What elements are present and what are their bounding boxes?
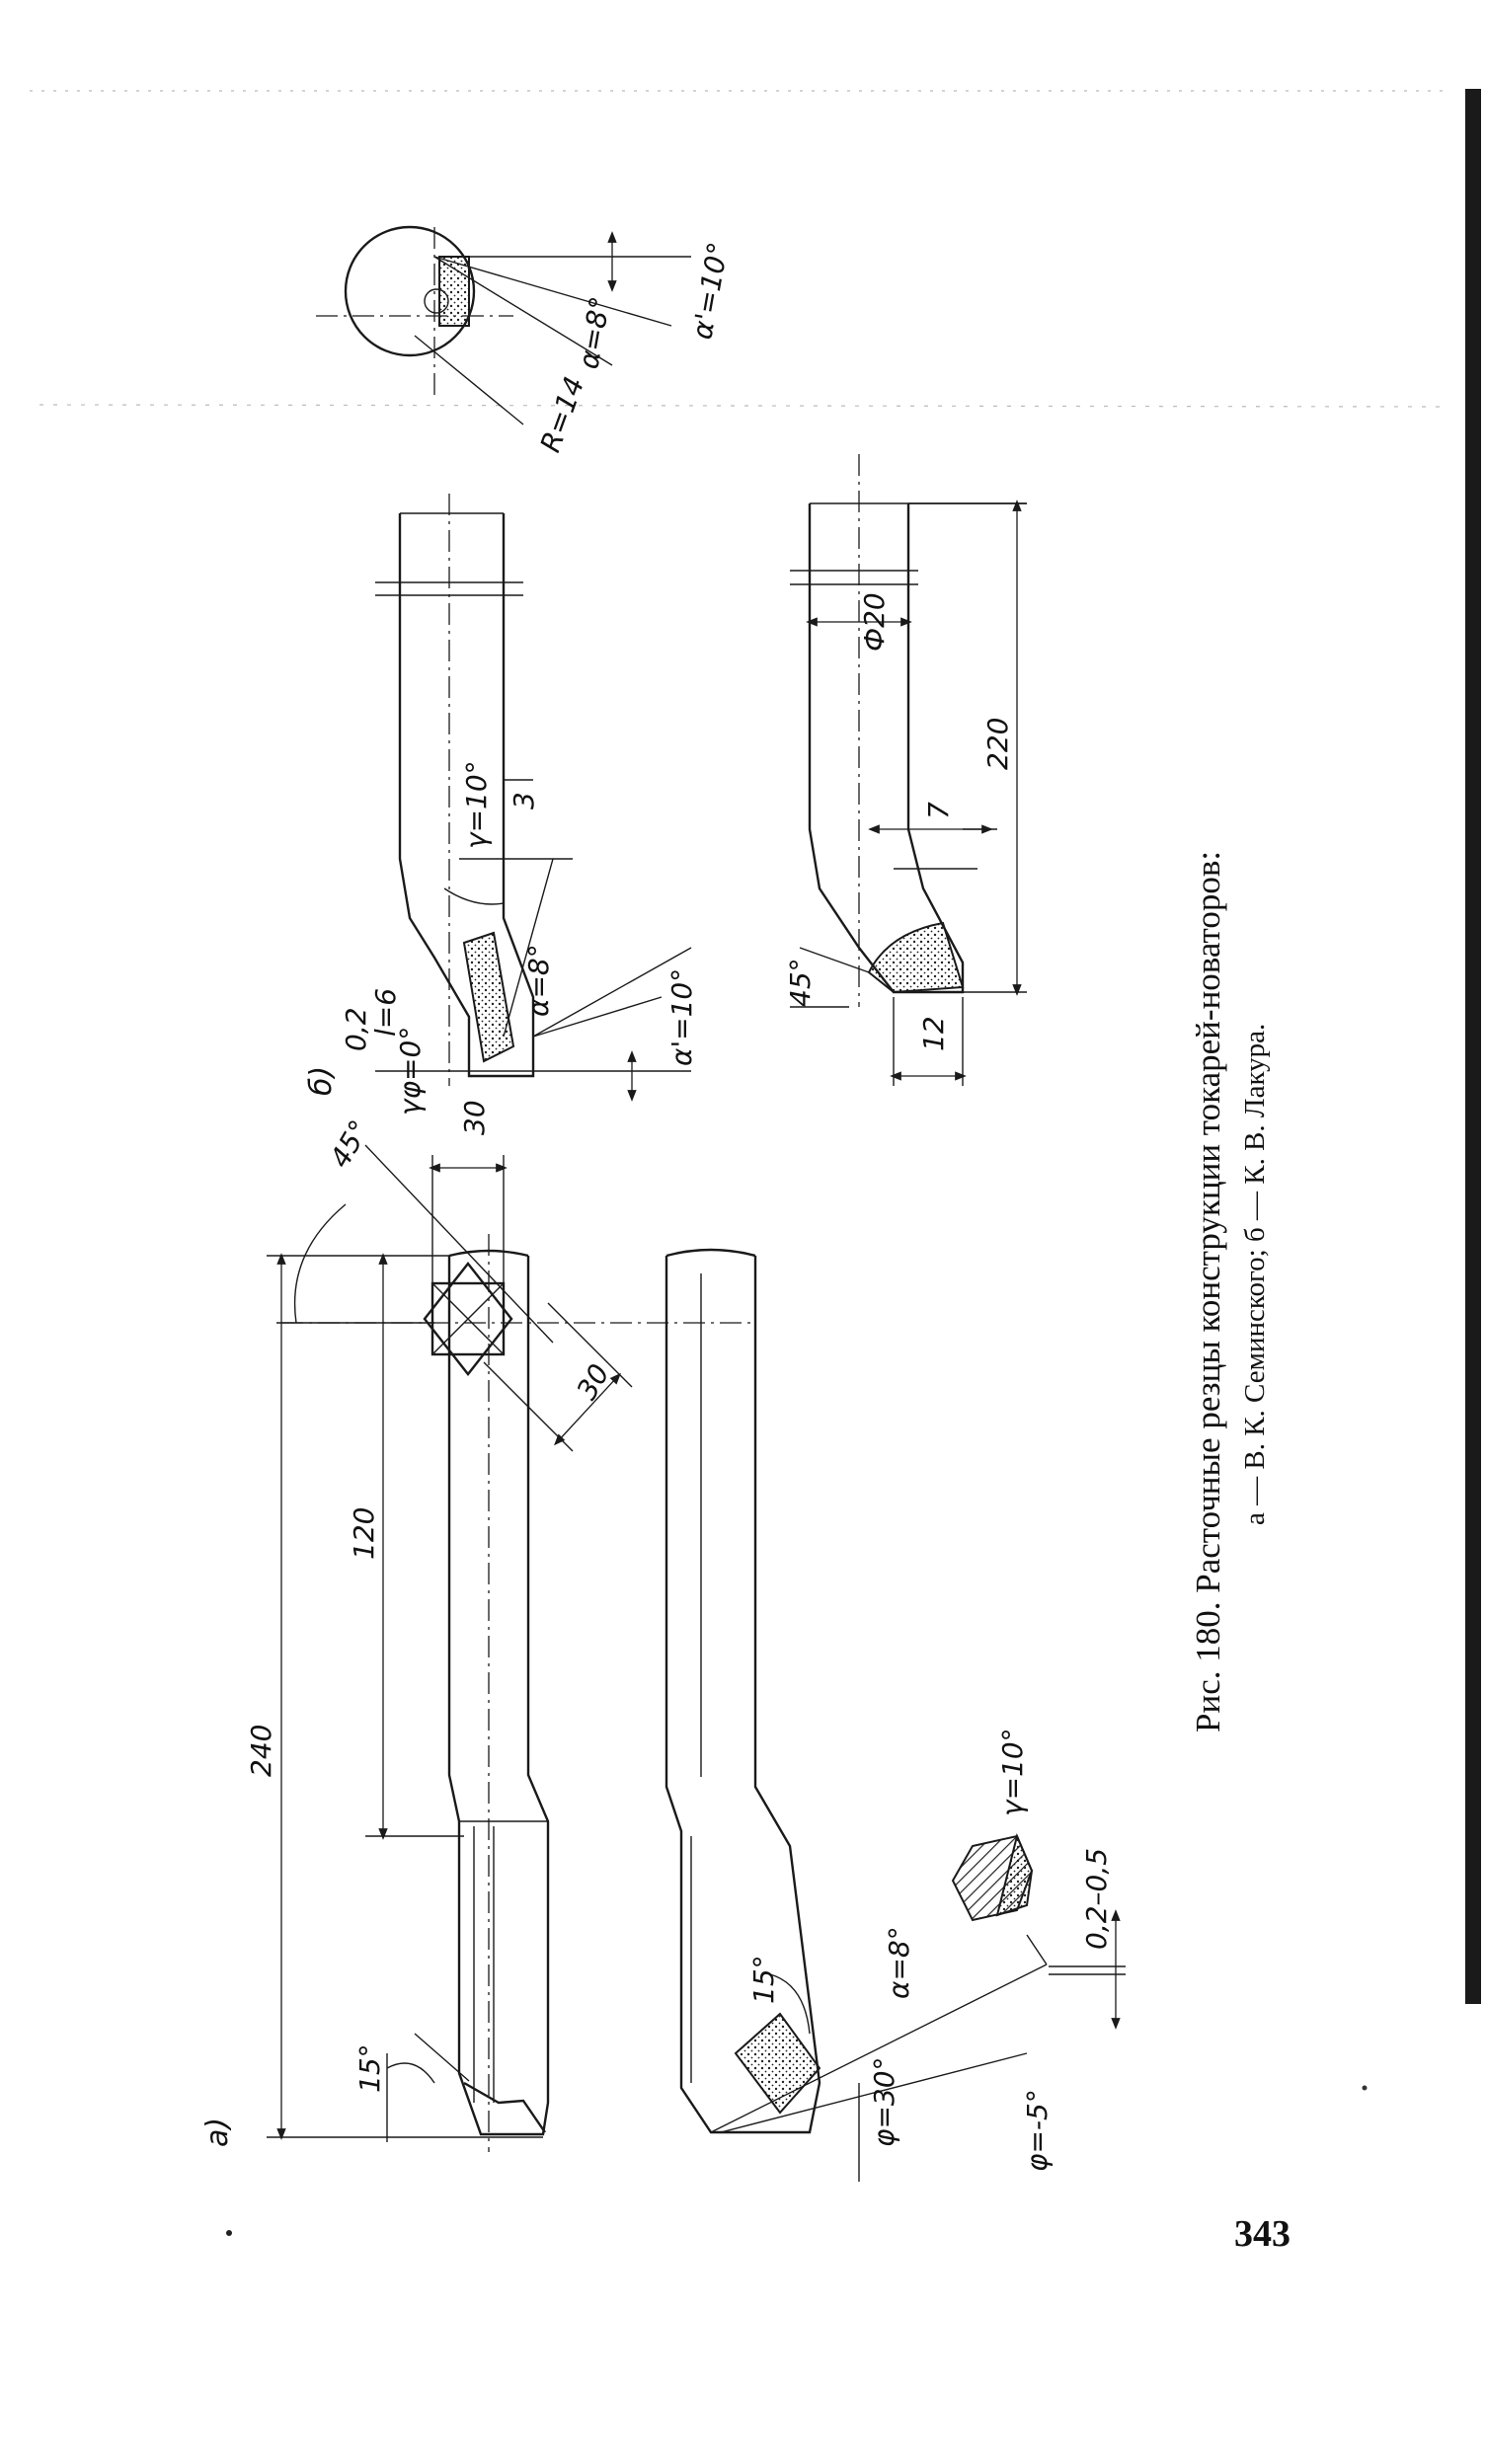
scan-line-mid bbox=[39, 404, 1443, 408]
dim-220-b: 220 bbox=[981, 718, 1014, 770]
dim-radius-range: 0,2–0,5 bbox=[1080, 1848, 1113, 1950]
dim-gamma-phi: γφ=0° bbox=[394, 1027, 427, 1116]
dim-gamma10-a: γ=10° bbox=[996, 1728, 1029, 1816]
dim-alpha1-end: α'=10° bbox=[685, 240, 735, 342]
tool-b-top-view: γ=10° 3 0,2 l=6 γφ=0° α=8° α'=10° bbox=[340, 494, 698, 1116]
figure-b: γ=10° 3 0,2 l=6 γφ=0° α=8° α'=10° б) 45° bbox=[304, 225, 1027, 1116]
dim-15-bottom: 15° bbox=[747, 1955, 780, 2004]
tool-b-bottom-view: 45° 12 7 220 Ф20 bbox=[784, 454, 1027, 1086]
dim-30-side: 30 bbox=[458, 1100, 491, 1135]
dim-30-diag: 30 bbox=[570, 1358, 615, 1405]
dim-alpha8-a: α=8° bbox=[883, 1926, 915, 1999]
dim-120: 120 bbox=[348, 1507, 380, 1560]
page-edge-bar bbox=[1465, 89, 1481, 2004]
page-number: 343 bbox=[1234, 2213, 1290, 2255]
dim-45-b: 45° bbox=[784, 958, 817, 1007]
section-a-square: 45° 30 30 bbox=[276, 1100, 750, 1452]
dim-alpha8-end: α=8° bbox=[572, 294, 616, 371]
tool-b-end-view: R=14 α=8° α'=10° bbox=[316, 225, 735, 456]
dim-45-section: 45° bbox=[323, 1115, 375, 1173]
figure-caption: Рис. 180. Расточные резцы конструкции то… bbox=[1189, 851, 1271, 1732]
dim-diameter-b: Ф20 bbox=[858, 592, 891, 652]
caption-title: Рис. 180. Расточные резцы конструкции то… bbox=[1189, 851, 1227, 1732]
dimensions-a-length: 240 120 15° bbox=[245, 1253, 543, 2142]
dim-gamma10-b: γ=10° bbox=[460, 760, 493, 849]
caption-subtitle: а — В. К. Семинского; б — К. В. Лакура. bbox=[1239, 1024, 1271, 1525]
dim-phi-5: φ=-5° bbox=[1021, 2089, 1054, 2172]
dim-12-b: 12 bbox=[917, 1016, 950, 1051]
figure-b-label: б) bbox=[304, 1066, 339, 1096]
dim-l6: l=6 bbox=[369, 988, 402, 1037]
tool-a-top-view bbox=[414, 1234, 550, 2152]
dim-alpha1-b: α'=10° bbox=[665, 968, 698, 1066]
dim-7-b: 7 bbox=[922, 802, 955, 819]
dim-0-2: 0,2 bbox=[340, 1007, 372, 1051]
dim-15-top: 15° bbox=[353, 2043, 386, 2093]
dim-alpha8-b: α=8° bbox=[522, 944, 555, 1017]
dim-R14: R=14 bbox=[534, 372, 591, 456]
end-view-circle bbox=[344, 225, 476, 357]
dim-240: 240 bbox=[245, 1725, 277, 1777]
dim-3-b: 3 bbox=[508, 792, 540, 809]
tool-a-bottom-view: 15° φ=30° φ=-5° α=8° γ=10° 0,2–0,5 bbox=[664, 1248, 1126, 2182]
figure-a-label: а) bbox=[200, 2118, 235, 2147]
dim-phi30: φ=30° bbox=[868, 2056, 900, 2147]
figure-a: 240 120 15° 15° φ=30° φ=-5° α=8° bbox=[200, 1100, 1126, 2182]
